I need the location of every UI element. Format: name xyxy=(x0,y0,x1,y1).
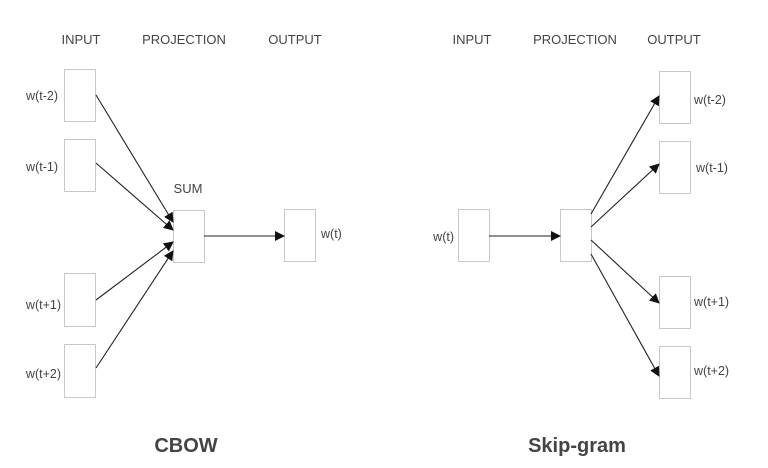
skipgram-output-label: w(t+2) xyxy=(693,364,729,378)
cbow-edge-arrow xyxy=(95,162,174,231)
cbow-output-box xyxy=(284,209,316,262)
skipgram-input-label: w(t) xyxy=(432,230,454,244)
cbow-output-header: OUTPUT xyxy=(268,32,322,47)
skipgram-output-box xyxy=(659,71,691,124)
cbow-diagram: INPUT PROJECTION OUTPUT w(t-2) w(t-1) w(… xyxy=(25,32,342,457)
skipgram-edge-arrow xyxy=(590,95,660,215)
cbow-input-box xyxy=(64,69,96,122)
skipgram-projection-box xyxy=(560,209,592,262)
cbow-title: CBOW xyxy=(154,435,217,457)
skipgram-output-label: w(t-2) xyxy=(693,93,726,107)
skipgram-input-box xyxy=(458,209,490,262)
cbow-output-label: w(t) xyxy=(320,227,342,241)
cbow-sum-label: SUM xyxy=(174,181,203,196)
cbow-input-box xyxy=(64,344,96,398)
skipgram-output-header: OUTPUT xyxy=(647,32,701,47)
skipgram-edge-arrow xyxy=(590,163,660,228)
cbow-projection-box xyxy=(173,210,205,263)
skipgram-projection-header: PROJECTION xyxy=(533,32,617,47)
cbow-edge-arrow xyxy=(95,250,174,369)
cbow-input-header: INPUT xyxy=(62,32,101,47)
skipgram-edge-arrow xyxy=(590,239,660,304)
cbow-input-label: w(t+2) xyxy=(25,367,61,381)
cbow-edge-arrow xyxy=(95,241,174,301)
skipgram-diagram: INPUT PROJECTION OUTPUT w(t) w(t-2) w(t-… xyxy=(432,32,729,457)
cbow-input-label: w(t-1) xyxy=(25,160,58,174)
cbow-input-label: w(t+1) xyxy=(25,298,61,312)
cbow-input-label: w(t-2) xyxy=(25,89,58,103)
cbow-input-box xyxy=(64,273,96,327)
skipgram-input-header: INPUT xyxy=(453,32,492,47)
skipgram-edge-arrow xyxy=(590,253,660,377)
skipgram-title: Skip-gram xyxy=(528,435,626,457)
skipgram-output-box xyxy=(659,141,691,194)
skipgram-output-label: w(t+1) xyxy=(693,295,729,309)
cbow-edge-arrow xyxy=(95,94,174,223)
cbow-input-box xyxy=(64,139,96,192)
cbow-projection-header: PROJECTION xyxy=(142,32,226,47)
skipgram-output-box xyxy=(659,276,691,329)
skipgram-output-box xyxy=(659,346,691,399)
skipgram-output-label: w(t-1) xyxy=(695,161,728,175)
